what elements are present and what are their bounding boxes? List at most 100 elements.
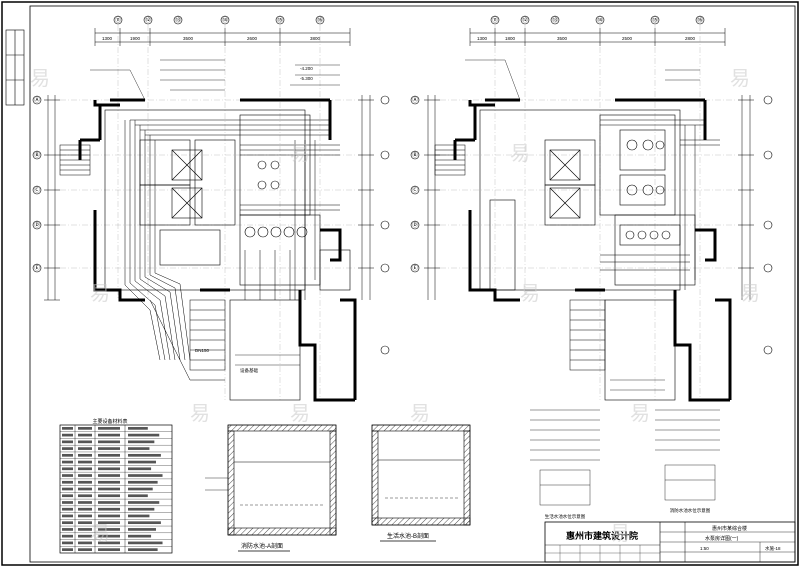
legend-cell-mark bbox=[78, 440, 92, 444]
dim-text: 1300 bbox=[477, 36, 488, 41]
section-a: 消防水池-A剖面 bbox=[205, 424, 337, 552]
water-level-notes bbox=[530, 409, 720, 506]
svg-text:Ⓑ: Ⓑ bbox=[412, 151, 418, 159]
section-b-title: 生活水池-B剖面 bbox=[387, 532, 429, 540]
legend-cell-mark bbox=[62, 548, 73, 551]
svg-text:Ⓓ: Ⓓ bbox=[412, 221, 418, 229]
legend-cell-mark bbox=[128, 541, 163, 545]
legend-cell-mark bbox=[98, 501, 120, 504]
legend-cell-mark bbox=[128, 453, 161, 457]
legend-cell-mark bbox=[78, 453, 92, 457]
dim-text: 2500 bbox=[622, 36, 633, 41]
stairs-right bbox=[434, 144, 606, 371]
legend-table: 主要设备材料表 bbox=[59, 418, 173, 554]
grid-bubble: Ⓓ bbox=[32, 220, 42, 230]
svg-text:⑬: ⑬ bbox=[552, 16, 558, 24]
drawing-name: 水泵房详图(一) bbox=[705, 535, 739, 542]
legend-cell-mark bbox=[62, 467, 73, 471]
elevator-shafts-left bbox=[171, 149, 203, 219]
svg-text:⑯: ⑯ bbox=[697, 16, 703, 24]
legend-cell-mark bbox=[98, 447, 120, 450]
dim-text: 2800 bbox=[685, 36, 696, 41]
svg-text:Ⓒ: Ⓒ bbox=[412, 186, 418, 194]
svg-text:Ⓓ: Ⓓ bbox=[34, 221, 40, 229]
legend-cell-mark bbox=[62, 528, 73, 531]
legend-cell-mark bbox=[78, 514, 92, 518]
note-right: 消防水池水位示意图 bbox=[670, 507, 711, 514]
dim-text: 3800 bbox=[310, 36, 321, 41]
legend-cell-mark bbox=[98, 467, 120, 471]
legend-cell-mark bbox=[98, 548, 120, 551]
grid-bubble: Ⓐ bbox=[32, 95, 42, 105]
grid-bubble: ⑪ bbox=[113, 15, 123, 25]
dim-text: 3500 bbox=[557, 36, 568, 41]
grid-bubble: ⑯ bbox=[695, 15, 705, 25]
legend-cell-mark bbox=[98, 487, 120, 491]
section-b: 生活水池-B剖面 bbox=[371, 424, 471, 542]
grid-bubble: Ⓑ bbox=[410, 150, 420, 160]
svg-text:Ⓐ: Ⓐ bbox=[412, 96, 418, 104]
project-name: 惠州市某综合楼 bbox=[712, 525, 747, 532]
grid-bubble: Ⓔ bbox=[410, 263, 420, 273]
legend-cell-mark bbox=[62, 487, 73, 491]
grid-bubble: ⑭ bbox=[595, 15, 605, 25]
grid-bubble: Ⓒ bbox=[32, 185, 42, 195]
legend-cell-mark bbox=[128, 534, 152, 538]
watermark-glyph: 易 bbox=[510, 143, 530, 165]
legend-cell-mark bbox=[128, 427, 148, 430]
level-mark: -5.300 bbox=[300, 76, 313, 81]
grid-bubble: Ⓐ bbox=[410, 95, 420, 105]
legend-cell-mark bbox=[98, 507, 120, 511]
dim-text: 2600 bbox=[247, 36, 258, 41]
grid-bubble: ⑮ bbox=[650, 15, 660, 25]
legend-cell-mark bbox=[128, 447, 150, 450]
watermark-layer: 易易易易易易易易易易易易易 bbox=[30, 68, 760, 545]
note-left: 生活水池水位示意图 bbox=[545, 513, 586, 520]
legend-cell-mark bbox=[98, 460, 120, 464]
grid-bubble: ⑫ bbox=[143, 15, 153, 25]
svg-text:⑮: ⑮ bbox=[277, 16, 283, 24]
legend-cell-mark bbox=[62, 440, 73, 444]
legend-cell-mark bbox=[78, 427, 92, 430]
watermark-glyph: 易 bbox=[740, 283, 760, 305]
plan-note: 设备基础 bbox=[240, 367, 258, 374]
pumps-left bbox=[244, 160, 308, 238]
legend-cell-mark bbox=[62, 480, 73, 484]
watermark-glyph: 易 bbox=[290, 143, 310, 165]
legend-cell-mark bbox=[62, 453, 73, 457]
legend-cell-mark bbox=[98, 528, 120, 531]
section-a-title: 消防水池-A剖面 bbox=[241, 542, 283, 550]
legend-cell-mark bbox=[78, 534, 92, 538]
dim-text: 1800 bbox=[505, 36, 516, 41]
legend-cell-mark bbox=[78, 474, 92, 477]
legend-cell-mark bbox=[98, 521, 120, 525]
plan-left: 1300 1900 3500 2600 3800 ⑪ ⑫ ⑬ ⑭ ⑮ ⑯ Ⓐ Ⓑ… bbox=[32, 15, 390, 402]
grid-bubble: Ⓒ bbox=[410, 185, 420, 195]
legend-cell-mark bbox=[98, 453, 120, 457]
legend-cell-mark bbox=[128, 507, 155, 511]
legend-cell-mark bbox=[128, 548, 158, 551]
legend-cell-mark bbox=[62, 514, 73, 518]
institute-name: 惠州市建筑设计院 bbox=[566, 530, 638, 541]
grid-bubble: ⑯ bbox=[315, 15, 325, 25]
legend-cell-mark bbox=[78, 460, 92, 464]
watermark-glyph: 易 bbox=[630, 403, 650, 425]
legend-cell-mark bbox=[78, 494, 92, 498]
watermark-glyph: 易 bbox=[90, 283, 110, 305]
legend-cell-mark bbox=[78, 501, 92, 504]
legend-cell-mark bbox=[128, 460, 156, 464]
legend-cell-mark bbox=[62, 460, 73, 464]
watermark-glyph: 易 bbox=[410, 403, 430, 425]
watermark-glyph: 易 bbox=[290, 403, 310, 425]
legend-cell-mark bbox=[128, 501, 160, 504]
grid-bubble: Ⓓ bbox=[410, 220, 420, 230]
legend-cell-mark bbox=[62, 447, 73, 450]
svg-text:⑭: ⑭ bbox=[597, 16, 603, 24]
svg-text:Ⓔ: Ⓔ bbox=[34, 264, 40, 272]
elevator-shafts-right bbox=[549, 149, 581, 219]
legend-cell-mark bbox=[78, 507, 92, 511]
legend-cell-mark bbox=[98, 440, 120, 444]
svg-text:⑭: ⑭ bbox=[222, 16, 228, 24]
svg-text:Ⓑ: Ⓑ bbox=[34, 151, 40, 159]
legend-cell-mark bbox=[78, 541, 92, 545]
